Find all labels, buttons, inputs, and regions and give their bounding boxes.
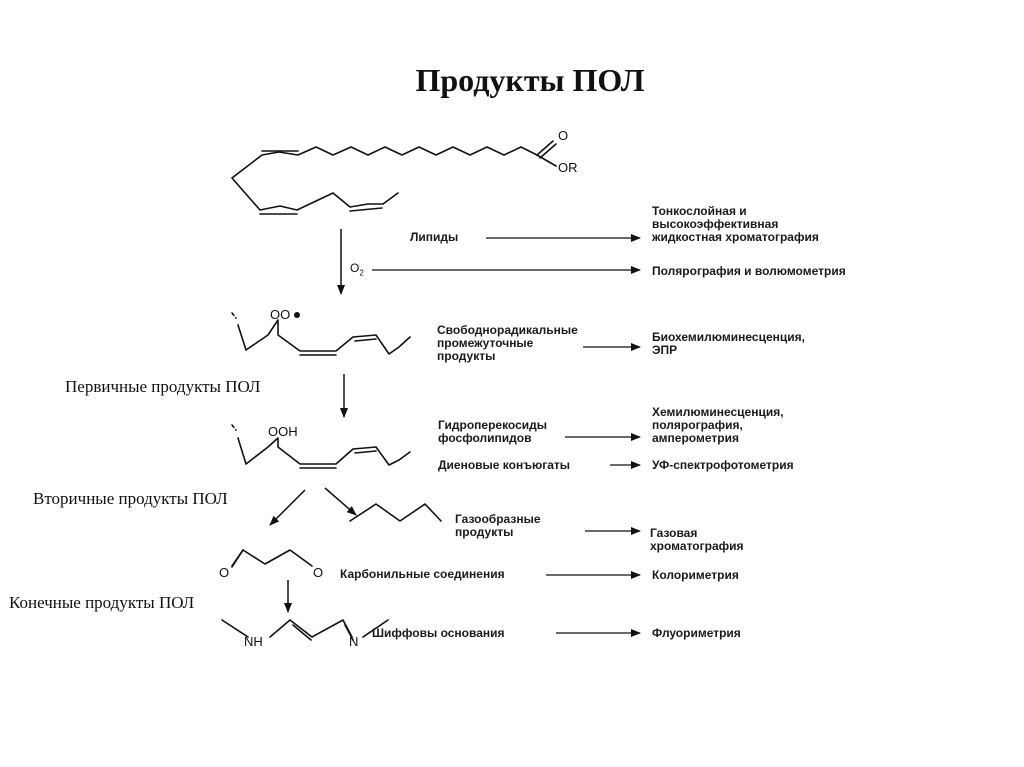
product-label-diene-conjugates: Диеновые конъюгаты [438, 458, 571, 472]
method-label-chromatography: Тонкослойная и высокоэффективная жидкост… [652, 204, 819, 244]
lipid-molecule [231, 140, 557, 215]
product-label-schiff-bases: Шиффовы основания [372, 626, 505, 640]
method-label-chemiluminescence: Хемилюминесценция, полярография, ампером… [652, 405, 784, 445]
method-label-polarography: Полярография и волюмометрия [652, 264, 846, 278]
gaseous-product-molecule [349, 503, 442, 522]
schiff-base-molecule [221, 619, 389, 641]
method-label-gas-chromatography: Газовая хроматография [650, 526, 744, 553]
product-label-free-radicals: Свободнорадикальные промежуточные продук… [437, 323, 578, 363]
nh-label: NH [244, 634, 263, 649]
hydroperoxide-molecule [231, 424, 411, 469]
aldehyde-oxygen-left: O [219, 565, 230, 580]
n-label: N [349, 634, 359, 649]
primary-products-label: Первичные продукты ПОЛ [65, 377, 261, 396]
carbonyl-oxygen-label: O [558, 128, 569, 143]
hydroperoxide-label: OOH [268, 424, 298, 439]
final-products-label: Конечные продукты ПОЛ [9, 593, 195, 612]
peroxyl-label: OO [270, 307, 291, 322]
method-label-fluorimetry: Флуориметрия [652, 626, 741, 640]
ester-or-label: OR [558, 160, 578, 175]
slide-title: Продукты ПОЛ [415, 62, 645, 98]
peroxyl-radical-molecule [231, 312, 411, 356]
secondary-products-label: Вторичные продукты ПОЛ [33, 489, 228, 508]
product-label-gaseous: Газообразные продукты [455, 512, 541, 539]
method-label-uv-spectrophotometry: УФ-спектрофотометрия [652, 458, 794, 472]
method-label-colorimetry: Колориметрия [652, 568, 739, 582]
product-label-lipids: Липиды [410, 230, 459, 244]
aldehyde-oxygen-right: O [313, 565, 324, 580]
carbonyl-molecule [231, 549, 313, 568]
product-label-hydroperoxides: Гидроперекосиды фосфолипидов [438, 418, 548, 445]
method-label-biochemiluminescence: Биохемилюминесценция, ЭПР [652, 330, 805, 357]
oxygen-label: O2 [350, 261, 364, 278]
product-label-carbonyl: Карбонильные соединения [340, 567, 505, 581]
